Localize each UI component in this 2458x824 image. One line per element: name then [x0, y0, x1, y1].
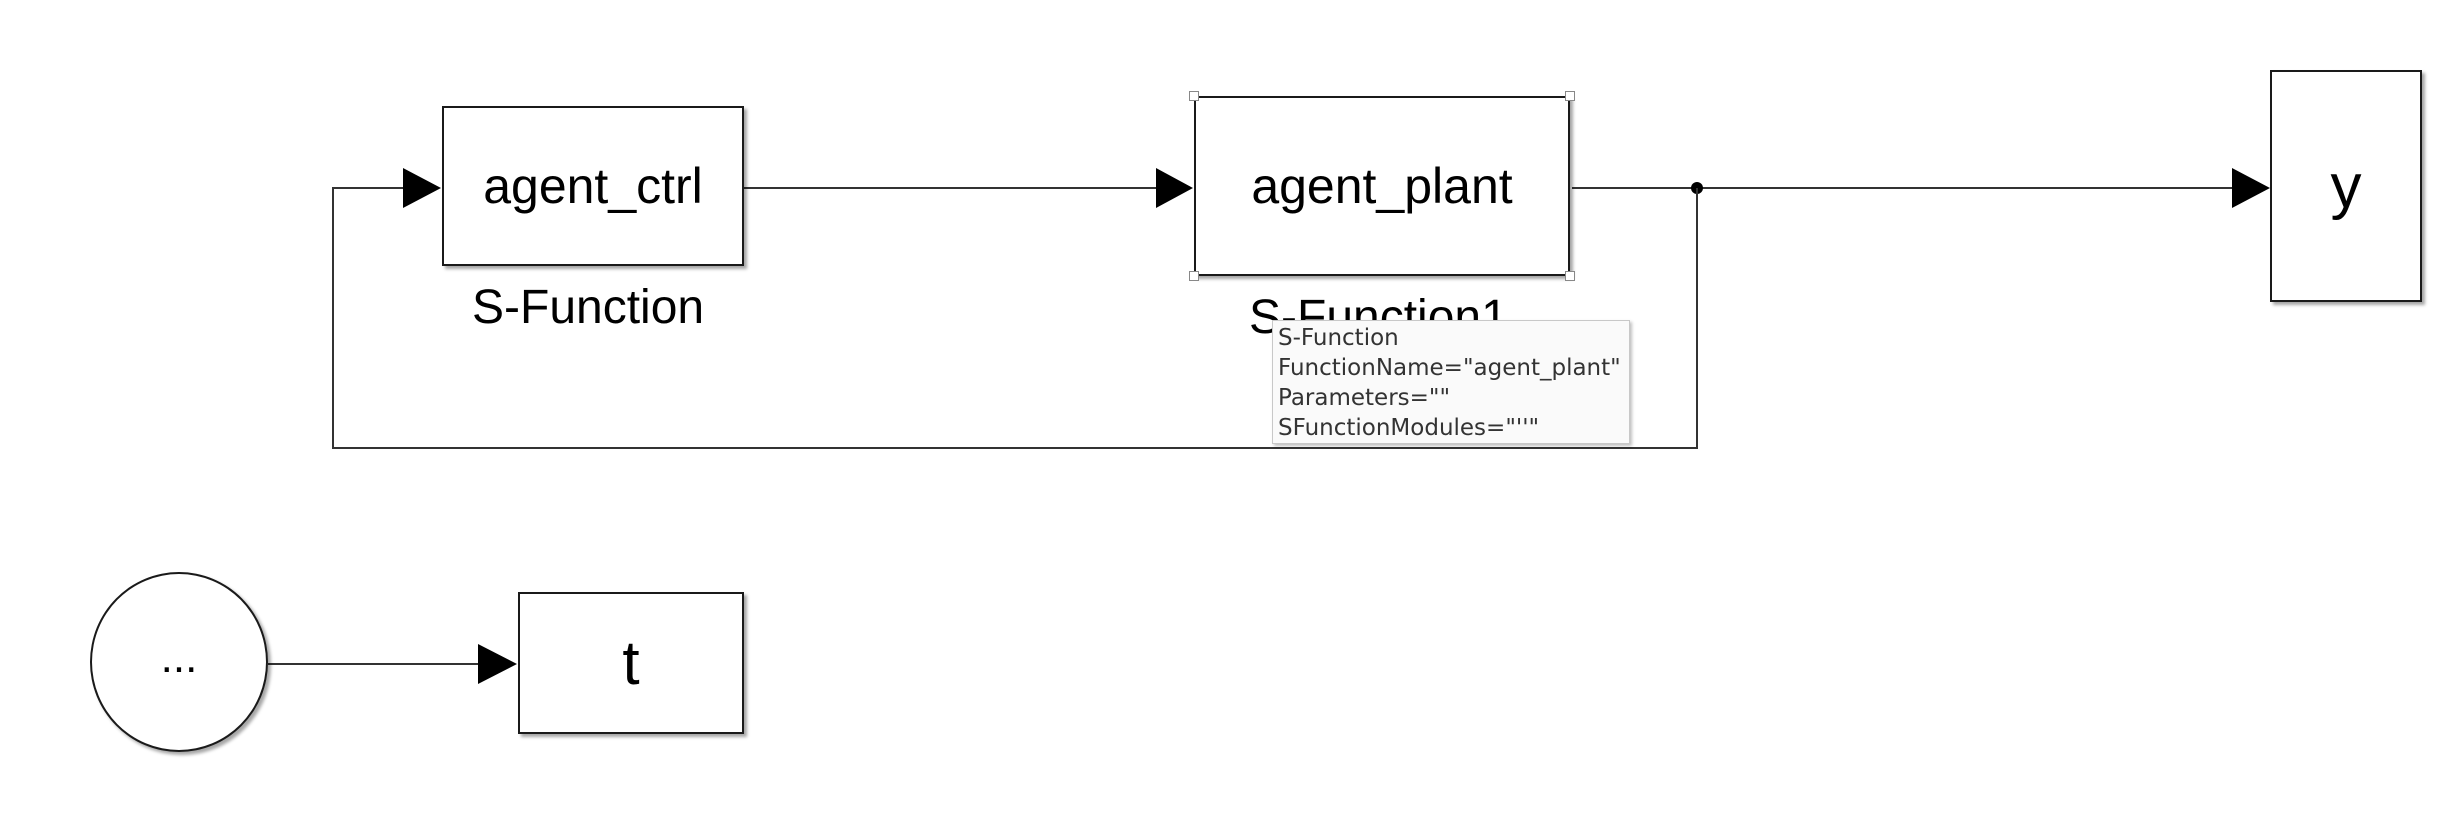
selection-handle-bottom-right[interactable] — [1565, 271, 1575, 281]
y-block-label: y — [2330, 151, 2362, 221]
tooltip-line: FunctionName="agent_plant" — [1278, 355, 1621, 381]
block-info-tooltip: S-Function FunctionName="agent_plant" Pa… — [1272, 320, 1630, 444]
agent-plant-block[interactable]: agent_plant — [1194, 96, 1570, 276]
arrowhead-y-input — [2232, 168, 2270, 208]
arrowhead-plant-input — [1156, 168, 1193, 208]
selection-handle-top-right[interactable] — [1565, 91, 1575, 101]
tooltip-line: Parameters="" — [1278, 385, 1451, 411]
arrowhead-ctrl-input — [403, 168, 441, 208]
y-outport-block[interactable]: y — [2270, 70, 2422, 302]
arrowhead-t-input — [478, 644, 517, 684]
signal-line-feedback[interactable] — [332, 187, 1698, 449]
agent-ctrl-caption: S-Function — [472, 281, 705, 334]
tooltip-line: SFunctionModules="''" — [1278, 415, 1540, 441]
selection-handle-bottom-left[interactable] — [1189, 271, 1199, 281]
agent-ctrl-block[interactable]: agent_ctrl — [442, 106, 744, 266]
clock-block-label: ... — [160, 633, 198, 682]
t-outport-block[interactable]: t — [518, 592, 744, 734]
selection-handle-top-left[interactable] — [1189, 91, 1199, 101]
agent-ctrl-block-label: agent_ctrl — [483, 158, 703, 214]
t-block-label: t — [622, 628, 640, 698]
agent-plant-block-label: agent_plant — [1251, 158, 1513, 214]
clock-block[interactable]: ... — [90, 572, 268, 752]
tooltip-line: S-Function — [1278, 325, 1399, 351]
